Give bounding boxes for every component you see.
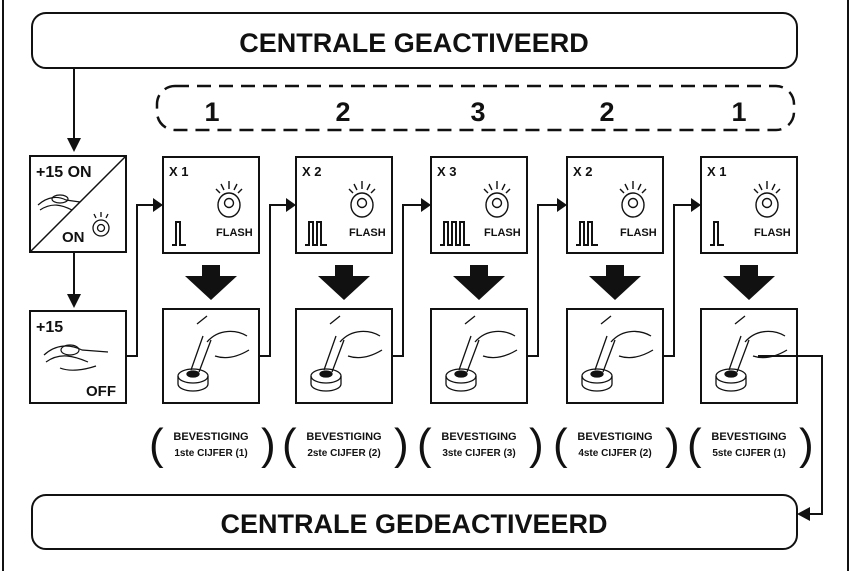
flash-count-label: X 1 bbox=[169, 164, 189, 179]
flow-connector-arrow bbox=[286, 198, 296, 212]
flow-connector-line bbox=[126, 204, 155, 357]
flow-arrow-on-off bbox=[67, 294, 81, 308]
button-press-box bbox=[566, 308, 664, 404]
code-digits: 1 2 3 2 1 bbox=[204, 97, 746, 127]
flow-connector-line bbox=[392, 204, 423, 357]
button-press-box bbox=[162, 308, 260, 404]
flow-connector-arrow bbox=[153, 198, 163, 212]
paren-close: ) bbox=[665, 420, 680, 469]
flash-lamp-icon bbox=[215, 181, 243, 218]
flow-connector-line bbox=[527, 204, 559, 357]
code-digit: 2 bbox=[335, 97, 350, 127]
confirm-label: BEVESTIGING bbox=[306, 431, 381, 443]
paren-open: ( bbox=[417, 420, 432, 469]
paren-open: ( bbox=[149, 420, 164, 469]
down-arrow-icon bbox=[589, 265, 641, 300]
confirm-digit-label: 5ste CIJFER (1) bbox=[712, 448, 785, 459]
down-arrow-icon bbox=[318, 265, 370, 300]
footer-title: CENTRALE GEDEACTIVEERD bbox=[220, 509, 607, 539]
paren-close: ) bbox=[394, 420, 409, 469]
ignition-on-top-label: +15 ON bbox=[36, 164, 92, 181]
flow-arrow-down bbox=[67, 138, 81, 152]
paren-close: ) bbox=[529, 420, 544, 469]
code-digits-box bbox=[155, 84, 796, 132]
flash-count-label: X 3 bbox=[437, 164, 457, 179]
button-press-box bbox=[295, 308, 393, 404]
pulse-signal-icon bbox=[172, 221, 186, 246]
code-digit: 2 bbox=[599, 97, 614, 127]
flash-lamp-icon bbox=[619, 181, 647, 218]
flow-connector-arrow bbox=[421, 198, 431, 212]
flash-lamp-icon bbox=[753, 181, 781, 218]
ignition-off-top-label: +15 bbox=[36, 319, 63, 336]
down-arrow-icon bbox=[185, 265, 237, 300]
flash-label: FLASH bbox=[349, 227, 386, 239]
pulse-signal-icon bbox=[710, 221, 724, 246]
footer-box bbox=[31, 494, 798, 550]
ignition-on-box: +15 ON ON bbox=[29, 155, 127, 253]
paren-close: ) bbox=[261, 420, 276, 469]
button-press-box bbox=[430, 308, 528, 404]
flash-lamp-icon bbox=[483, 181, 511, 218]
flash-icon bbox=[92, 212, 110, 237]
steps-group: X 1 FLASH () BEVESTIGING 1ste CIJFER (1) X 2 F… bbox=[126, 156, 814, 469]
header-title: CENTRALE GEACTIVEERD bbox=[239, 28, 589, 58]
code-digit: 1 bbox=[731, 97, 746, 127]
down-arrow-icon bbox=[453, 265, 505, 300]
flash-count-label: X 2 bbox=[302, 164, 322, 179]
flow-line-final bbox=[758, 355, 823, 515]
confirm-digit-label: 1ste CIJFER (1) bbox=[174, 448, 247, 459]
flash-label: FLASH bbox=[754, 227, 791, 239]
finger-press-button-icon bbox=[581, 315, 654, 392]
step-column: X 1 FLASH () BEVESTIGING 1ste CIJFER (1) bbox=[126, 156, 276, 469]
code-digit: 3 bbox=[470, 97, 485, 127]
flow-connector-arrow bbox=[691, 198, 701, 212]
flash-label: FLASH bbox=[484, 227, 521, 239]
down-arrow-icon bbox=[723, 265, 775, 300]
step-column: X 2 FLASH () BEVESTIGING 2ste CIJFER (2) bbox=[259, 156, 409, 469]
paren-open: ( bbox=[553, 420, 568, 469]
finger-press-button-icon bbox=[715, 315, 788, 392]
step-column: X 3 FLASH () BEVESTIGING 3ste CIJFER (3) bbox=[392, 156, 544, 469]
confirm-digit-label: 2ste CIJFER (2) bbox=[307, 448, 380, 459]
step-column: X 1 FLASH () BEVESTIGING 5ste CIJFER (1) bbox=[663, 156, 814, 469]
key-turn-icon bbox=[37, 194, 81, 211]
step-column: X 2 FLASH () BEVESTIGING 4ste CIJFER (2) bbox=[527, 156, 680, 469]
ignition-off-bottom-label: OFF bbox=[86, 383, 116, 400]
pulse-signal-icon bbox=[440, 221, 470, 246]
flash-count-label: X 1 bbox=[707, 164, 727, 179]
confirm-digit-label: 4ste CIJFER (2) bbox=[578, 448, 651, 459]
flow-connector-arrow bbox=[557, 198, 567, 212]
confirm-label: BEVESTIGING bbox=[441, 431, 516, 443]
key-turn-icon bbox=[43, 344, 109, 371]
confirm-digit-label: 3ste CIJFER (3) bbox=[442, 448, 515, 459]
paren-open: ( bbox=[282, 420, 297, 469]
pulse-signal-icon bbox=[576, 221, 598, 246]
paren-close: ) bbox=[799, 420, 814, 469]
code-digit: 1 bbox=[204, 97, 219, 127]
confirm-label: BEVESTIGING bbox=[711, 431, 786, 443]
paren-open: ( bbox=[687, 420, 702, 469]
flow-arrow-final bbox=[797, 507, 810, 521]
ignition-off-box: +15 OFF bbox=[29, 310, 127, 404]
finger-press-button-icon bbox=[177, 315, 250, 392]
finger-press-button-icon bbox=[445, 315, 518, 392]
ignition-on-bottom-label: ON bbox=[62, 229, 85, 246]
pulse-signal-icon bbox=[305, 221, 327, 246]
flash-lamp-icon bbox=[348, 181, 376, 218]
flow-connector-line bbox=[663, 204, 693, 357]
flash-label: FLASH bbox=[620, 227, 657, 239]
header-box bbox=[31, 12, 798, 69]
confirm-label: BEVESTIGING bbox=[577, 431, 652, 443]
confirm-label: BEVESTIGING bbox=[173, 431, 248, 443]
flash-count-label: X 2 bbox=[573, 164, 593, 179]
flow-connector-line bbox=[259, 204, 288, 357]
finger-press-button-icon bbox=[310, 315, 383, 392]
flash-label: FLASH bbox=[216, 227, 253, 239]
